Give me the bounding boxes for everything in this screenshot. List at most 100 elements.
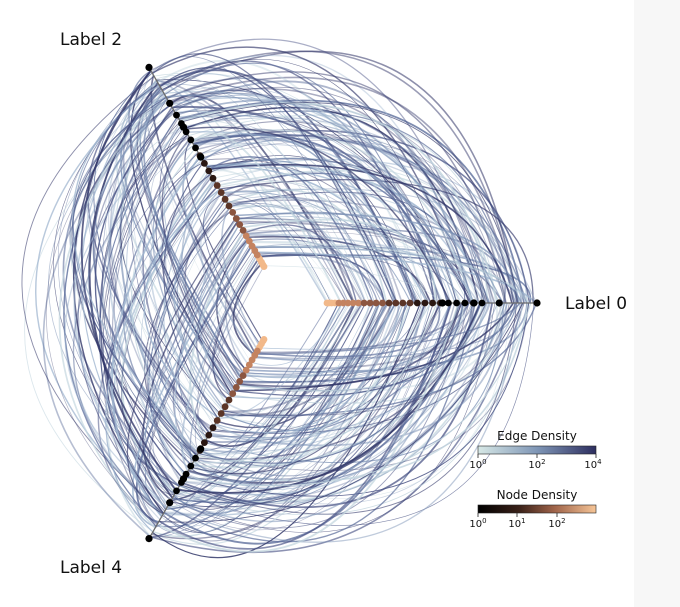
- node: [239, 372, 247, 379]
- edge: [243, 302, 393, 379]
- edge: [176, 180, 219, 419]
- node: [197, 445, 205, 453]
- edge-tick-1: 102: [528, 458, 545, 471]
- edge: [161, 173, 233, 395]
- edge: [161, 58, 457, 304]
- edge: [244, 224, 358, 304]
- edge: [254, 302, 400, 362]
- edge: [63, 87, 162, 527]
- edge: [171, 302, 470, 529]
- edge: [144, 243, 252, 514]
- edge: [195, 128, 403, 304]
- node: [232, 384, 240, 391]
- edge: [177, 113, 529, 304]
- edge: [185, 302, 349, 479]
- edge: [229, 204, 480, 304]
- node: [209, 424, 217, 432]
- edge: [207, 163, 513, 304]
- edge: [226, 302, 371, 418]
- edge: [199, 302, 426, 467]
- node: [248, 356, 256, 364]
- edge: [155, 302, 330, 528]
- node: [470, 299, 478, 307]
- edge: [155, 75, 374, 304]
- node: [248, 242, 256, 250]
- edge: [218, 302, 343, 420]
- edge-tick-2: 104: [584, 458, 602, 471]
- edge: [165, 86, 456, 304]
- edge: [185, 121, 365, 304]
- node: [421, 299, 429, 307]
- node: [232, 215, 240, 223]
- edge: [142, 96, 243, 380]
- node: [201, 439, 208, 446]
- node: [179, 123, 188, 131]
- edge: [172, 87, 489, 304]
- edge: [244, 302, 423, 375]
- edge: [191, 132, 342, 304]
- edge: [189, 302, 340, 476]
- node: [385, 299, 393, 307]
- edge: [173, 80, 472, 304]
- edge: [175, 302, 535, 526]
- edge: [231, 205, 367, 304]
- edge: [128, 70, 245, 375]
- node: [344, 299, 352, 307]
- edge: [112, 121, 181, 508]
- right-margin-strip: [634, 0, 680, 607]
- edge: [180, 302, 518, 515]
- edge: [175, 302, 524, 516]
- edge: [206, 166, 429, 304]
- edge: [183, 302, 532, 487]
- edge-bundle: [21, 38, 538, 559]
- node: [438, 299, 447, 307]
- edge: [64, 126, 184, 506]
- edge: [238, 220, 490, 304]
- edge: [208, 157, 458, 304]
- edge: [178, 99, 525, 304]
- edge: [216, 302, 381, 429]
- edge: [163, 90, 500, 304]
- edge: [190, 302, 427, 475]
- edge: [165, 94, 504, 304]
- edge: [256, 302, 470, 354]
- edge: [72, 132, 188, 514]
- edge: [166, 302, 521, 543]
- edge: [149, 302, 525, 554]
- edge: [256, 252, 387, 304]
- edge: [207, 168, 356, 304]
- edge: [190, 129, 473, 304]
- node-density-colorbar: [477, 504, 597, 514]
- node: [245, 237, 253, 245]
- edge: [193, 134, 450, 304]
- node: [221, 195, 229, 203]
- edge: [188, 302, 511, 499]
- node-tick-0: 100: [469, 517, 486, 530]
- edge: [178, 115, 528, 304]
- edge: [234, 302, 515, 392]
- node: [145, 535, 153, 543]
- edge: [211, 302, 523, 434]
- node: [239, 227, 247, 234]
- edge: [221, 302, 393, 416]
- node: [217, 189, 225, 196]
- node: [399, 299, 407, 307]
- edge: [193, 142, 537, 304]
- edge: [149, 302, 386, 539]
- node: [145, 63, 153, 71]
- edge-density-legend: Edge Density 100 102 104: [469, 429, 602, 471]
- edge: [214, 302, 404, 434]
- edge: [151, 191, 222, 484]
- node: [372, 299, 380, 307]
- edge: [170, 97, 487, 304]
- edge: [222, 302, 510, 416]
- node: [406, 299, 414, 307]
- node: [166, 99, 174, 107]
- edge: [195, 237, 249, 401]
- node: [242, 232, 250, 240]
- edge: [192, 302, 431, 464]
- node: [173, 487, 180, 495]
- edge: [166, 71, 507, 304]
- edge: [184, 140, 264, 342]
- node: [192, 144, 199, 152]
